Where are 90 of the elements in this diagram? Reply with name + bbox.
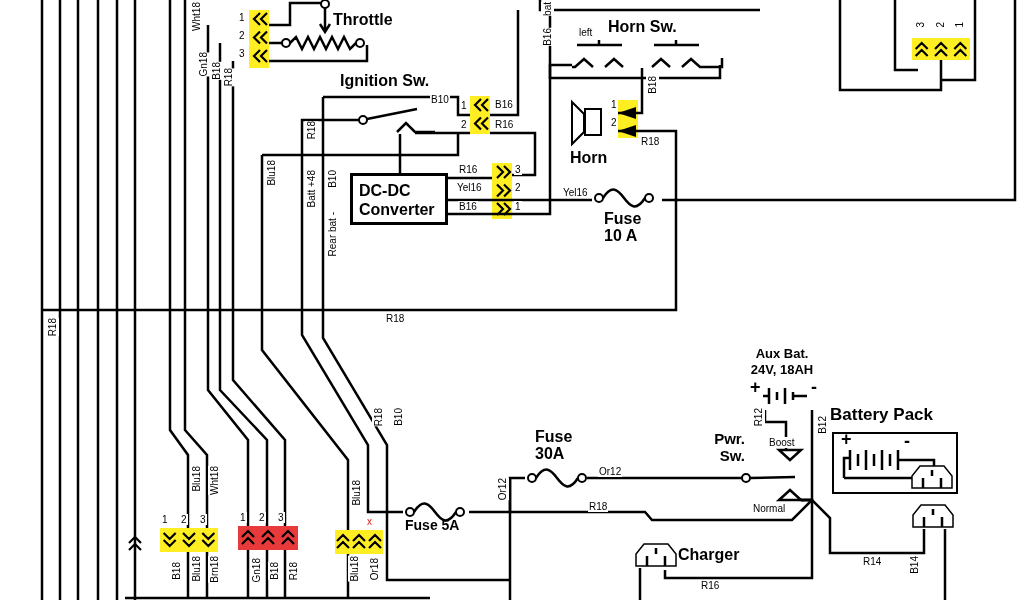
component-label: Throttle	[333, 11, 393, 28]
pin-number: 3	[199, 514, 207, 525]
wire	[618, 68, 644, 119]
wire-label: 2	[934, 22, 947, 28]
component-label: Battery Pack	[830, 406, 933, 423]
wire-label: R18	[372, 408, 385, 427]
pin-number: 1	[610, 99, 618, 110]
wire-label: x	[366, 516, 373, 527]
wire-label: R18	[46, 318, 59, 337]
pin-number: 1	[238, 12, 246, 23]
pin-number: 2	[460, 119, 468, 130]
wire-label: Yel16	[562, 187, 589, 198]
pin-number: 2	[514, 182, 522, 193]
wire-label: Blu18	[350, 480, 363, 506]
wire	[587, 476, 705, 480]
wire-label: Blu18	[190, 466, 203, 492]
wire-label: Wht18	[190, 2, 203, 31]
polarity-sign: +	[840, 430, 853, 448]
wire-label: R14	[862, 556, 883, 567]
wire-label: B12	[816, 416, 829, 434]
pin-number: 1	[514, 201, 522, 212]
wire-label: Wht18	[208, 466, 221, 495]
wire-label: Rear bat -	[326, 212, 339, 257]
wire-label: Or12	[598, 466, 623, 477]
wire-label: B10	[392, 408, 405, 426]
component-label: Ignition Sw.	[340, 72, 430, 89]
pin-number: 1	[161, 514, 169, 525]
component-label: Horn	[570, 149, 608, 166]
wire	[448, 63, 572, 216]
wire-label: Gn18	[197, 52, 210, 77]
polarity-sign: -	[810, 378, 818, 396]
pin-number: 2	[610, 117, 618, 128]
pin-number: 2	[258, 512, 266, 523]
wire-label: Brn18	[208, 556, 221, 583]
wire-label: B18	[646, 76, 659, 94]
wire-label: R18	[385, 313, 406, 324]
polarity-sign: +	[749, 378, 762, 396]
component-label: Charger	[678, 546, 740, 563]
wire-label: left	[578, 27, 594, 38]
pin-number: 1	[460, 100, 468, 111]
wire-label: B10	[326, 170, 339, 188]
wire-label: R18	[287, 562, 300, 581]
component-label: Horn Sw.	[608, 18, 677, 35]
wire-label: B16	[494, 99, 514, 110]
pin-number: 2	[238, 30, 246, 41]
wire-label: R12	[752, 408, 765, 427]
wire-label: B18	[170, 562, 183, 580]
wire-label: B18	[268, 562, 281, 580]
pin-number: 1	[239, 512, 247, 523]
pin-number: 3	[277, 512, 285, 523]
wire-label: Boost	[768, 437, 796, 448]
polarity-sign: -	[903, 432, 911, 450]
wire-label: Blu18	[265, 160, 278, 186]
wire-label: R18	[305, 121, 318, 140]
wire	[469, 476, 525, 514]
wire-label: bat	[541, 2, 554, 16]
wire-label: B10	[430, 94, 450, 105]
converter-box: DC-DC Converter	[350, 173, 448, 225]
wire-label: R18	[222, 68, 235, 87]
component-label: Fuse 10 A	[604, 210, 643, 244]
wire-label: R18	[588, 501, 609, 512]
wire	[618, 125, 678, 202]
wire-label: Blu18	[190, 556, 203, 582]
wire-label: Batt +48	[305, 170, 318, 208]
wire	[663, 498, 814, 580]
wire-label: Blu18	[348, 556, 361, 582]
pin-number: 3	[514, 164, 522, 175]
wire-label: R18	[640, 136, 661, 147]
component-label: Fuse 30A	[535, 428, 574, 462]
wire-label: Or18	[368, 558, 381, 581]
wire	[448, 198, 592, 202]
wire-label: B14	[908, 556, 921, 574]
wire	[398, 134, 402, 173]
wire-label: 3	[914, 22, 927, 28]
wire-label: Yel16	[456, 182, 483, 193]
wire-label: B16	[458, 201, 478, 212]
wire-label: R16	[494, 119, 515, 130]
wire-label: B18	[210, 62, 223, 80]
component-label: Pwr. Sw.	[713, 430, 745, 464]
wire-label: R16	[700, 580, 721, 591]
wire-label: 1	[953, 22, 966, 28]
wire	[763, 410, 788, 450]
wire-label: B16	[541, 28, 554, 46]
wire	[300, 118, 403, 514]
component-label: Aux Bat. 24V, 18AH	[749, 346, 815, 378]
pin-number: 2	[180, 514, 188, 525]
pin-number: 3	[238, 48, 246, 59]
wire-label: Or12	[496, 478, 509, 501]
wire-label: R16	[458, 164, 479, 175]
wire-label: Gn18	[250, 558, 263, 583]
